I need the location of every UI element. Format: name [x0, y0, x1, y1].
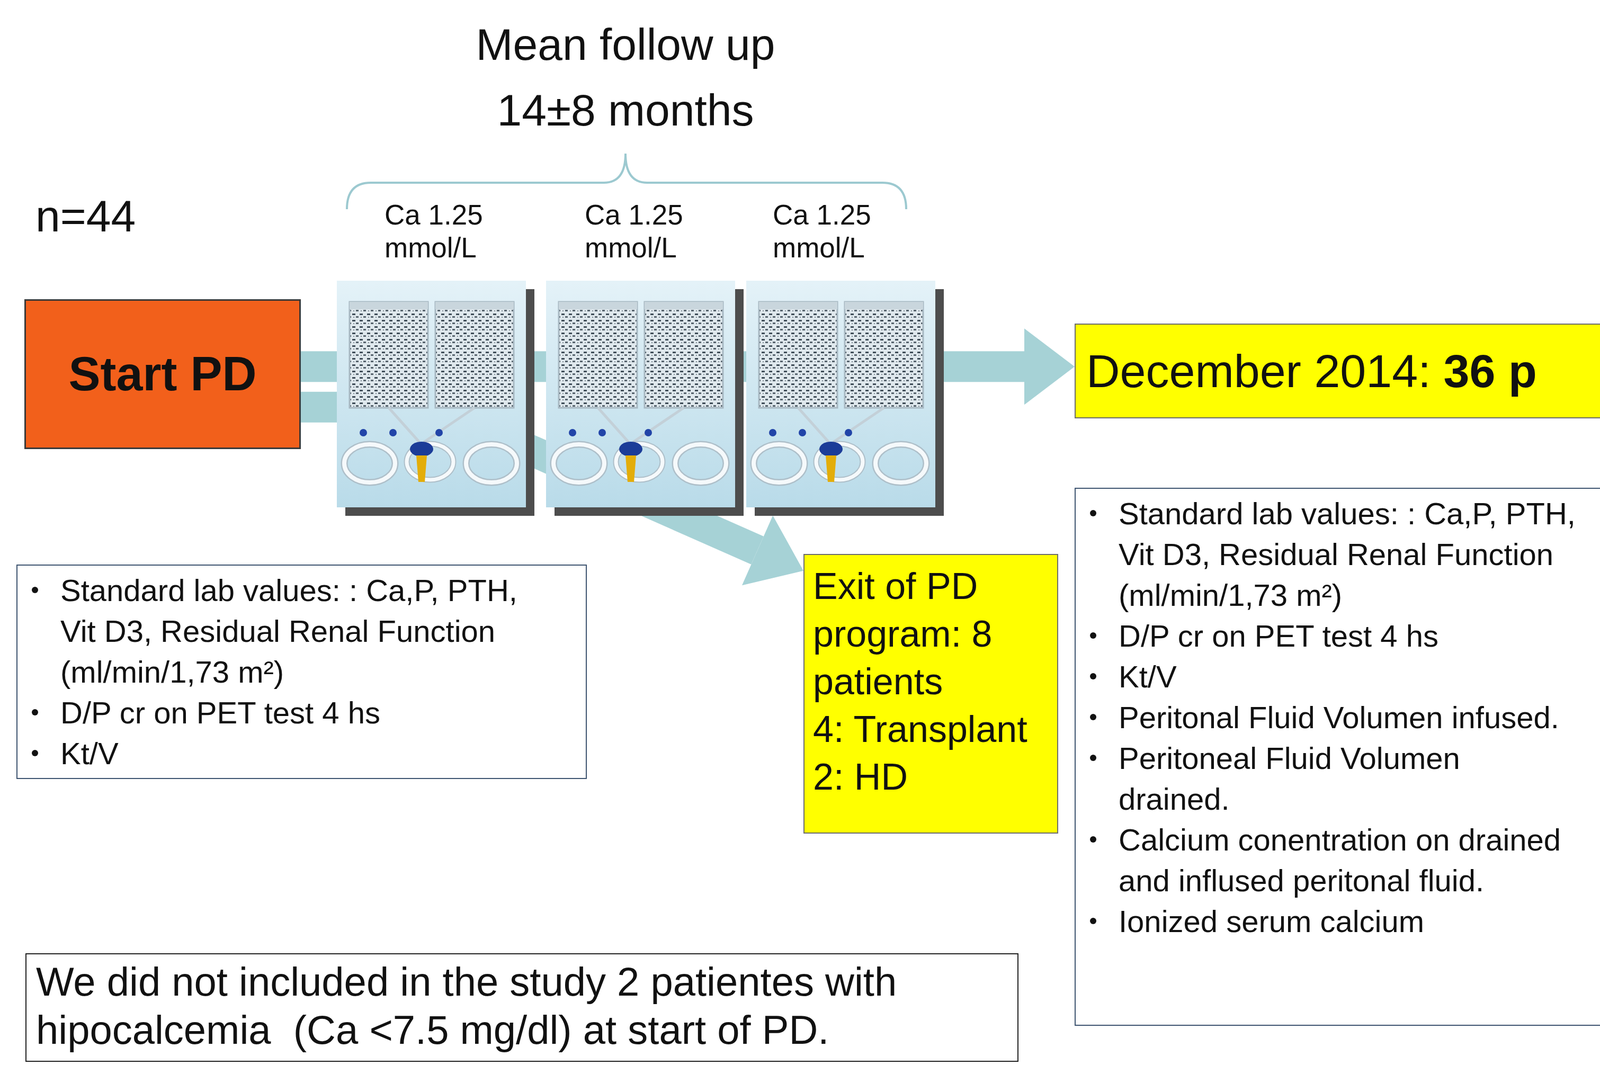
bullet-item: Ionized serum calcium — [1089, 900, 1579, 942]
dialysis-bag — [546, 280, 744, 516]
dialysis-bag — [336, 280, 535, 516]
bullet-item: Peritonal Fluid Volumen infused. — [1089, 696, 1579, 738]
arrow-head — [742, 515, 804, 586]
measures-box: Standard lab values: : Ca,P, PTH, Vit D3… — [16, 564, 587, 780]
dialysis-bag — [746, 280, 944, 516]
note-box: We did not included in the study 2 patie… — [25, 953, 1019, 1062]
bullet-item: D/P cr on PET test 4 hs — [1089, 615, 1579, 657]
box-text: 4: Transplant — [812, 705, 1049, 754]
bullet-item: Peritoneal Fluid Volumen drained. — [1089, 737, 1579, 820]
follow-up-title: Mean follow up — [476, 19, 776, 71]
box-text: Exit of PD program: 8 patients — [812, 562, 1049, 706]
box-text: Start PD — [68, 346, 257, 402]
bullet-item: Kt/V — [31, 733, 560, 774]
box-text: 2: HD — [812, 753, 1049, 801]
bullet-item: Standard lab values: : Ca,P, PTH, Vit D3… — [1089, 493, 1579, 616]
calcium-label: Ca 1.25 mmol/L — [384, 198, 499, 265]
measures-box: Standard lab values: : Ca,P, PTH, Vit D3… — [1074, 487, 1600, 1026]
arrow-head — [1024, 328, 1075, 405]
calcium-label: Ca 1.25 mmol/L — [772, 198, 887, 265]
bullet-item: Calcium conentration on drained and infl… — [1089, 819, 1579, 901]
bullet-item: Kt/V — [1089, 656, 1579, 697]
box-text: 36 p — [1443, 344, 1537, 398]
calcium-label: Ca 1.25 mmol/L — [584, 198, 699, 265]
start-box: Start PD — [24, 299, 301, 450]
bullet-item: D/P cr on PET test 4 hs — [31, 692, 560, 734]
bullet-item: Standard lab values: : Ca,P, PTH, Vit D3… — [31, 569, 560, 693]
exit-box: Exit of PD program: 8 patients4: Transpl… — [803, 553, 1059, 834]
sample-size: n=44 — [35, 190, 136, 243]
box-text: December 2014: — [1086, 344, 1432, 398]
result-box: December 2014:36 p — [1074, 323, 1600, 419]
follow-up-value: 14±8 months — [496, 84, 754, 137]
box-text: We did not included in the study 2 patie… — [36, 957, 1008, 1054]
